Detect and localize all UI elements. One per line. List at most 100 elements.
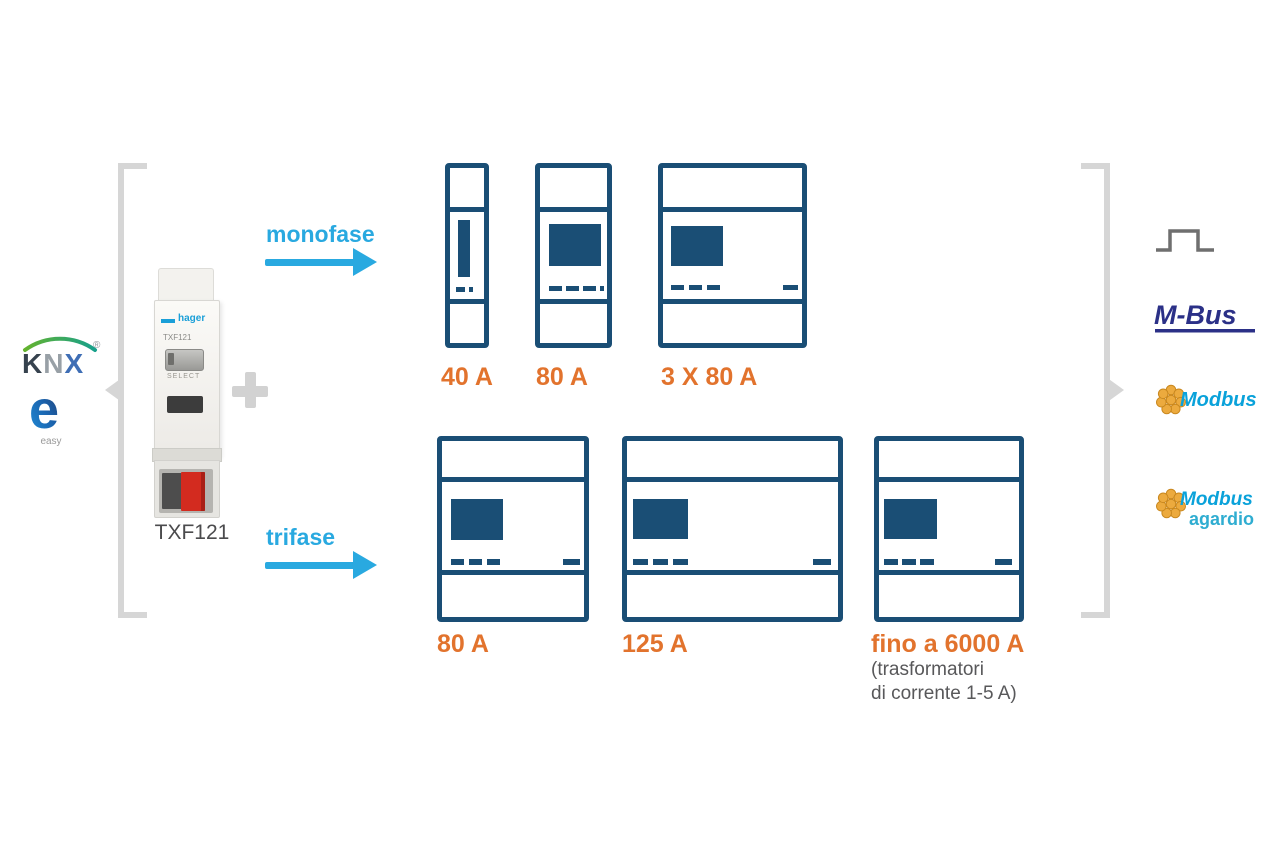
meter-display	[671, 226, 723, 266]
knx-logo: KNX ®	[22, 336, 101, 379]
knx-letter-n: N	[43, 348, 64, 379]
knx-wordmark: KNX	[22, 348, 84, 379]
left-bracket-bottom-foot	[118, 612, 147, 618]
meter-display	[451, 499, 503, 540]
modbus-gear-icon	[1156, 384, 1187, 415]
meter-button-dot	[469, 287, 473, 292]
meter-button-dash	[469, 559, 482, 565]
device-brand-label: hager	[178, 313, 206, 324]
rating-label-40a: 40 A	[441, 363, 493, 391]
meter-button-dash	[549, 286, 562, 291]
hager-logo-bar	[161, 319, 175, 323]
meter-divider	[663, 207, 802, 212]
rating-label-80a-mono: 80 A	[536, 363, 588, 391]
meter-button-dash	[487, 559, 500, 565]
plus-icon	[232, 372, 270, 410]
meter-icon-3x80a	[658, 163, 807, 348]
rating-label-125a: 125 A	[622, 630, 688, 658]
modbus-wordmark: Modbus	[1180, 389, 1257, 411]
meter-divider	[442, 570, 584, 575]
rating-label-80a-tri: 80 A	[437, 630, 489, 658]
modbus-wordmark: Modbus	[1180, 489, 1253, 510]
device-photo: hager TXF121 SELECT	[150, 266, 222, 518]
device-top-cap	[158, 268, 214, 303]
monofase-arrow-line	[265, 259, 357, 266]
meter-divider	[627, 570, 838, 575]
meter-button-dash	[583, 286, 596, 291]
bracket-arrow-right-icon	[1106, 377, 1124, 403]
meter-button-dash	[902, 559, 916, 565]
trifase-arrow-line	[265, 562, 357, 569]
monofase-label: monofase	[266, 221, 375, 247]
device-model-label: TXF121	[163, 333, 192, 342]
meter-divider	[627, 477, 838, 482]
easy-e-icon: e	[29, 384, 59, 436]
meter-button-dash	[671, 285, 684, 290]
knx-letter-x: X	[64, 348, 84, 379]
meter-button-dash	[633, 559, 648, 565]
modbus-gear-icon	[1156, 488, 1187, 519]
mbus-logo: M-Bus	[1154, 300, 1255, 333]
plus-vertical-bar	[245, 372, 256, 408]
meter-button-dash	[456, 287, 465, 292]
transformer-note-line2: di corrente 1-5 A)	[871, 683, 1017, 704]
meter-button-dot	[600, 286, 604, 291]
modbus-agardio-logo: Modbus agardio	[1152, 485, 1264, 531]
trifase-label: trifase	[266, 524, 336, 550]
device-select-button-notch	[168, 353, 174, 365]
right-bracket-top-foot	[1081, 163, 1110, 169]
modbus-logo: Modbus	[1152, 381, 1264, 421]
meter-button-dash	[707, 285, 720, 290]
meter-divider	[540, 299, 607, 304]
monofase-arrow-head-icon	[353, 248, 377, 276]
meter-icon-125a	[622, 436, 843, 622]
meter-button-dash	[673, 559, 688, 565]
knx-arc-icon	[23, 336, 97, 352]
meter-terminal-dash	[783, 285, 798, 290]
device-caption: TXF121	[154, 521, 230, 544]
knx-letter-k: K	[22, 348, 43, 379]
easy-logo: e	[29, 384, 59, 436]
rating-label-3x80a: 3 X 80 A	[661, 363, 758, 391]
device-bus-connector-red	[181, 472, 205, 511]
left-bracket-top-foot	[118, 163, 147, 169]
meter-divider	[540, 207, 607, 212]
agardio-wordmark: agardio	[1189, 509, 1255, 529]
meter-button-dash	[451, 559, 464, 565]
mbus-wordmark: M-Bus	[1154, 300, 1237, 330]
right-bracket-bottom-foot	[1081, 612, 1110, 618]
device-select-label: SELECT	[167, 373, 201, 380]
mbus-underline	[1155, 329, 1255, 333]
device-terminal-frame	[159, 469, 213, 513]
meter-display	[458, 220, 470, 277]
meter-button-dash	[566, 286, 579, 291]
device-face: hager TXF121 SELECT	[154, 300, 220, 457]
meter-display	[549, 224, 601, 266]
meter-divider	[663, 299, 802, 304]
meter-icon-6000a	[874, 436, 1024, 622]
device-terminal-zone	[154, 460, 220, 518]
meter-terminal-dash	[995, 559, 1012, 565]
meter-divider	[450, 207, 484, 212]
transformer-note-line1: (trasformatori	[871, 659, 984, 680]
meter-icon-80a-tri	[437, 436, 589, 622]
meter-display	[884, 499, 937, 539]
pulse-output-icon	[1156, 229, 1214, 252]
bracket-arrow-left-icon	[105, 377, 123, 403]
meter-button-dash	[689, 285, 702, 290]
meter-divider	[442, 477, 584, 482]
meter-icon-80a-mono	[535, 163, 612, 348]
meter-divider	[879, 570, 1019, 575]
trifase-arrow-head-icon	[353, 551, 377, 579]
meter-display	[633, 499, 688, 539]
meter-button-dash	[920, 559, 934, 565]
meter-button-dash	[884, 559, 898, 565]
knx-registered-mark: ®	[93, 340, 101, 351]
meter-terminal-dash	[563, 559, 580, 565]
rating-label-6000a: fino a 6000 A	[871, 630, 1025, 658]
meter-icon-40a	[445, 163, 489, 348]
device-display-window	[167, 396, 203, 413]
meter-terminal-dash	[813, 559, 831, 565]
meter-divider	[450, 299, 484, 304]
